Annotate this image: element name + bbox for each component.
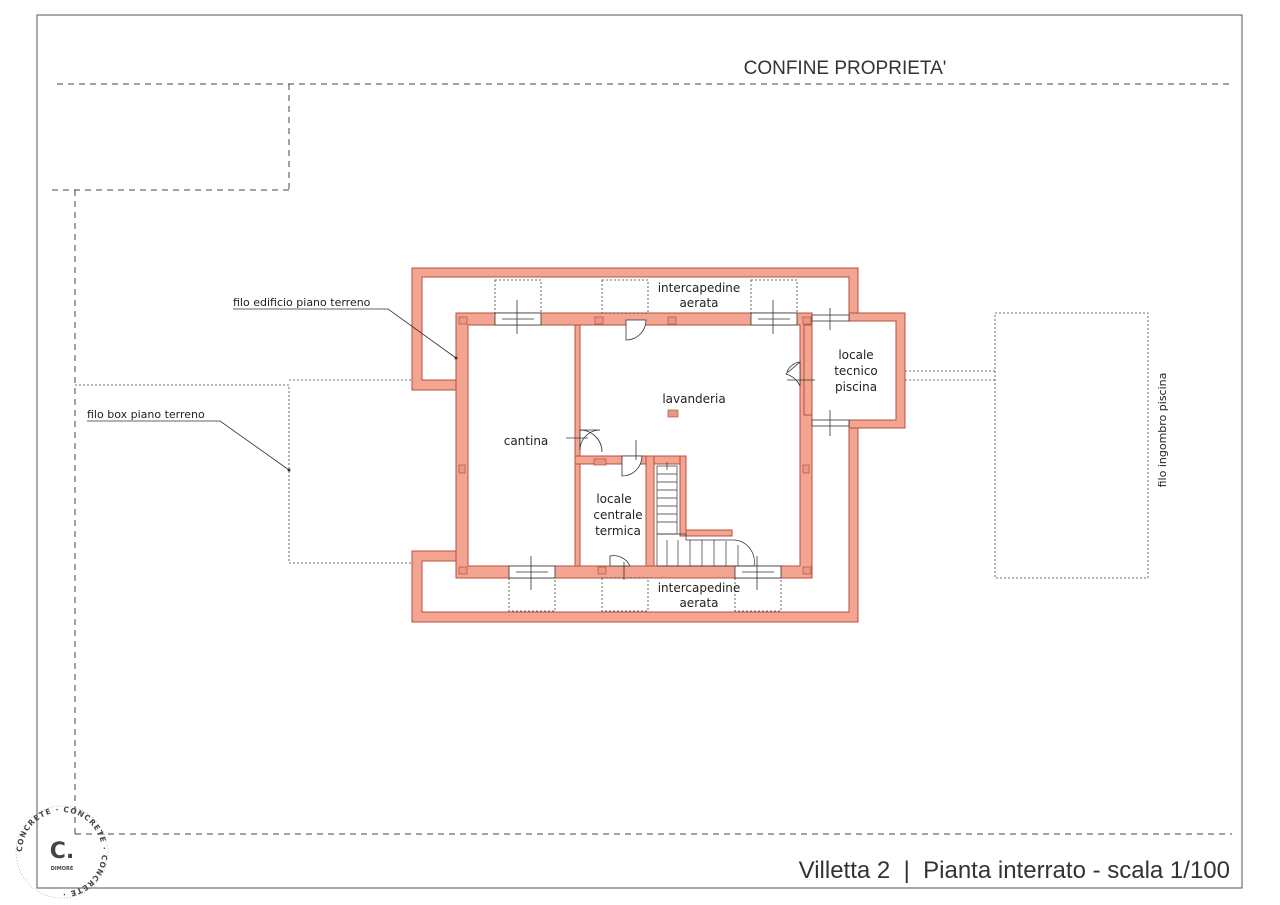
gap-top-line1: intercapedine [658,281,741,295]
logo-mark: C. [50,839,75,864]
room-pool-tech-line3: piscina [835,380,877,394]
ground-floor-box-label: filo box piano terreno [87,408,205,421]
window-marks [502,300,831,590]
leader-lines [87,308,457,471]
room-boiler-line2: centrale [593,508,642,522]
company-logo: CONCRETE · CONCRETE · CONCRETE · C. DIMO… [15,805,109,899]
sheet-border [36,14,1243,889]
gap-bottom-line2: aerata [679,596,718,610]
room-cantina: cantina [504,434,549,448]
room-pool-tech-line1: locale [838,348,873,362]
ground-floor-outline [75,312,1149,579]
sheet-title: Villetta 2 | Pianta interrato - scala 1/… [799,857,1230,884]
gap-top-line2: aerata [679,296,718,310]
leader-dot-box [287,468,291,472]
basement-outer-walls [455,312,813,579]
room-boiler-line3: termica [595,524,641,538]
room-lavanderia: lavanderia [662,392,725,406]
logo-sub: DIMORE [51,866,74,872]
property-line-label: CONFINE PROPRIETA' [744,58,947,79]
ground-floor-building-label: filo edificio piano terreno [233,296,371,309]
gap-bottom-line1: intercapedine [658,581,741,595]
column-markers [458,316,812,575]
room-boiler-line1: locale [596,492,631,506]
pool-outline-label: filo ingombro piscina [1156,373,1169,488]
room-pool-tech-line2: tecnico [834,364,878,378]
leader-dot-building [454,356,458,360]
door-swing-lines [566,361,815,580]
doors [579,319,801,567]
staircase [656,462,755,567]
